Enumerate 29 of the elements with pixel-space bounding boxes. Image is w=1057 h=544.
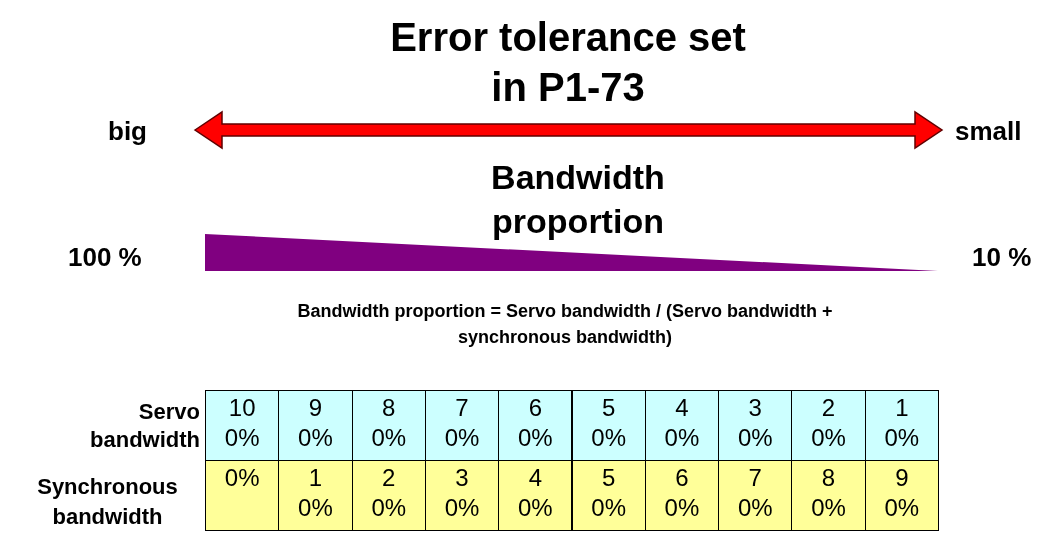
table-cell: 100% <box>205 390 280 461</box>
table-cell: 40% <box>498 460 573 531</box>
row-header: Synchronous bandwidth <box>36 473 179 531</box>
row-header: Servo bandwidth <box>89 398 200 454</box>
heading: Bandwidth proportion <box>490 157 666 242</box>
table-cell: 10% <box>864 390 939 461</box>
table-cell: 10% <box>278 460 353 531</box>
side-label: 100 % <box>68 242 142 273</box>
table-cell: 80% <box>351 390 426 461</box>
table-cell: 0% <box>205 460 280 531</box>
table-cell: 60% <box>644 460 720 531</box>
side-label: big <box>108 116 147 147</box>
table-cell: 20% <box>791 390 866 461</box>
table-cell: 90% <box>864 460 939 531</box>
table-cell: 30% <box>718 390 793 461</box>
table-cell: 50% <box>571 460 646 531</box>
title: Error tolerance set in P1-73 <box>389 14 747 111</box>
table-cell: 40% <box>644 390 720 461</box>
table-cell: 70% <box>718 460 793 531</box>
table-cell: 70% <box>424 390 500 461</box>
table-cell: 90% <box>278 390 353 461</box>
side-label: small <box>955 116 1022 147</box>
formula-note: Bandwidth proportion = Servo bandwidth / (Servo bandwidth + synchronous bandwidth) <box>296 300 834 349</box>
table-cell: 60% <box>498 390 573 461</box>
side-label: 10 % <box>972 242 1032 273</box>
table-cell: 80% <box>791 460 866 531</box>
table-cell: 30% <box>424 460 500 531</box>
table-cell: 20% <box>351 460 426 531</box>
table-cell: 50% <box>571 390 646 461</box>
